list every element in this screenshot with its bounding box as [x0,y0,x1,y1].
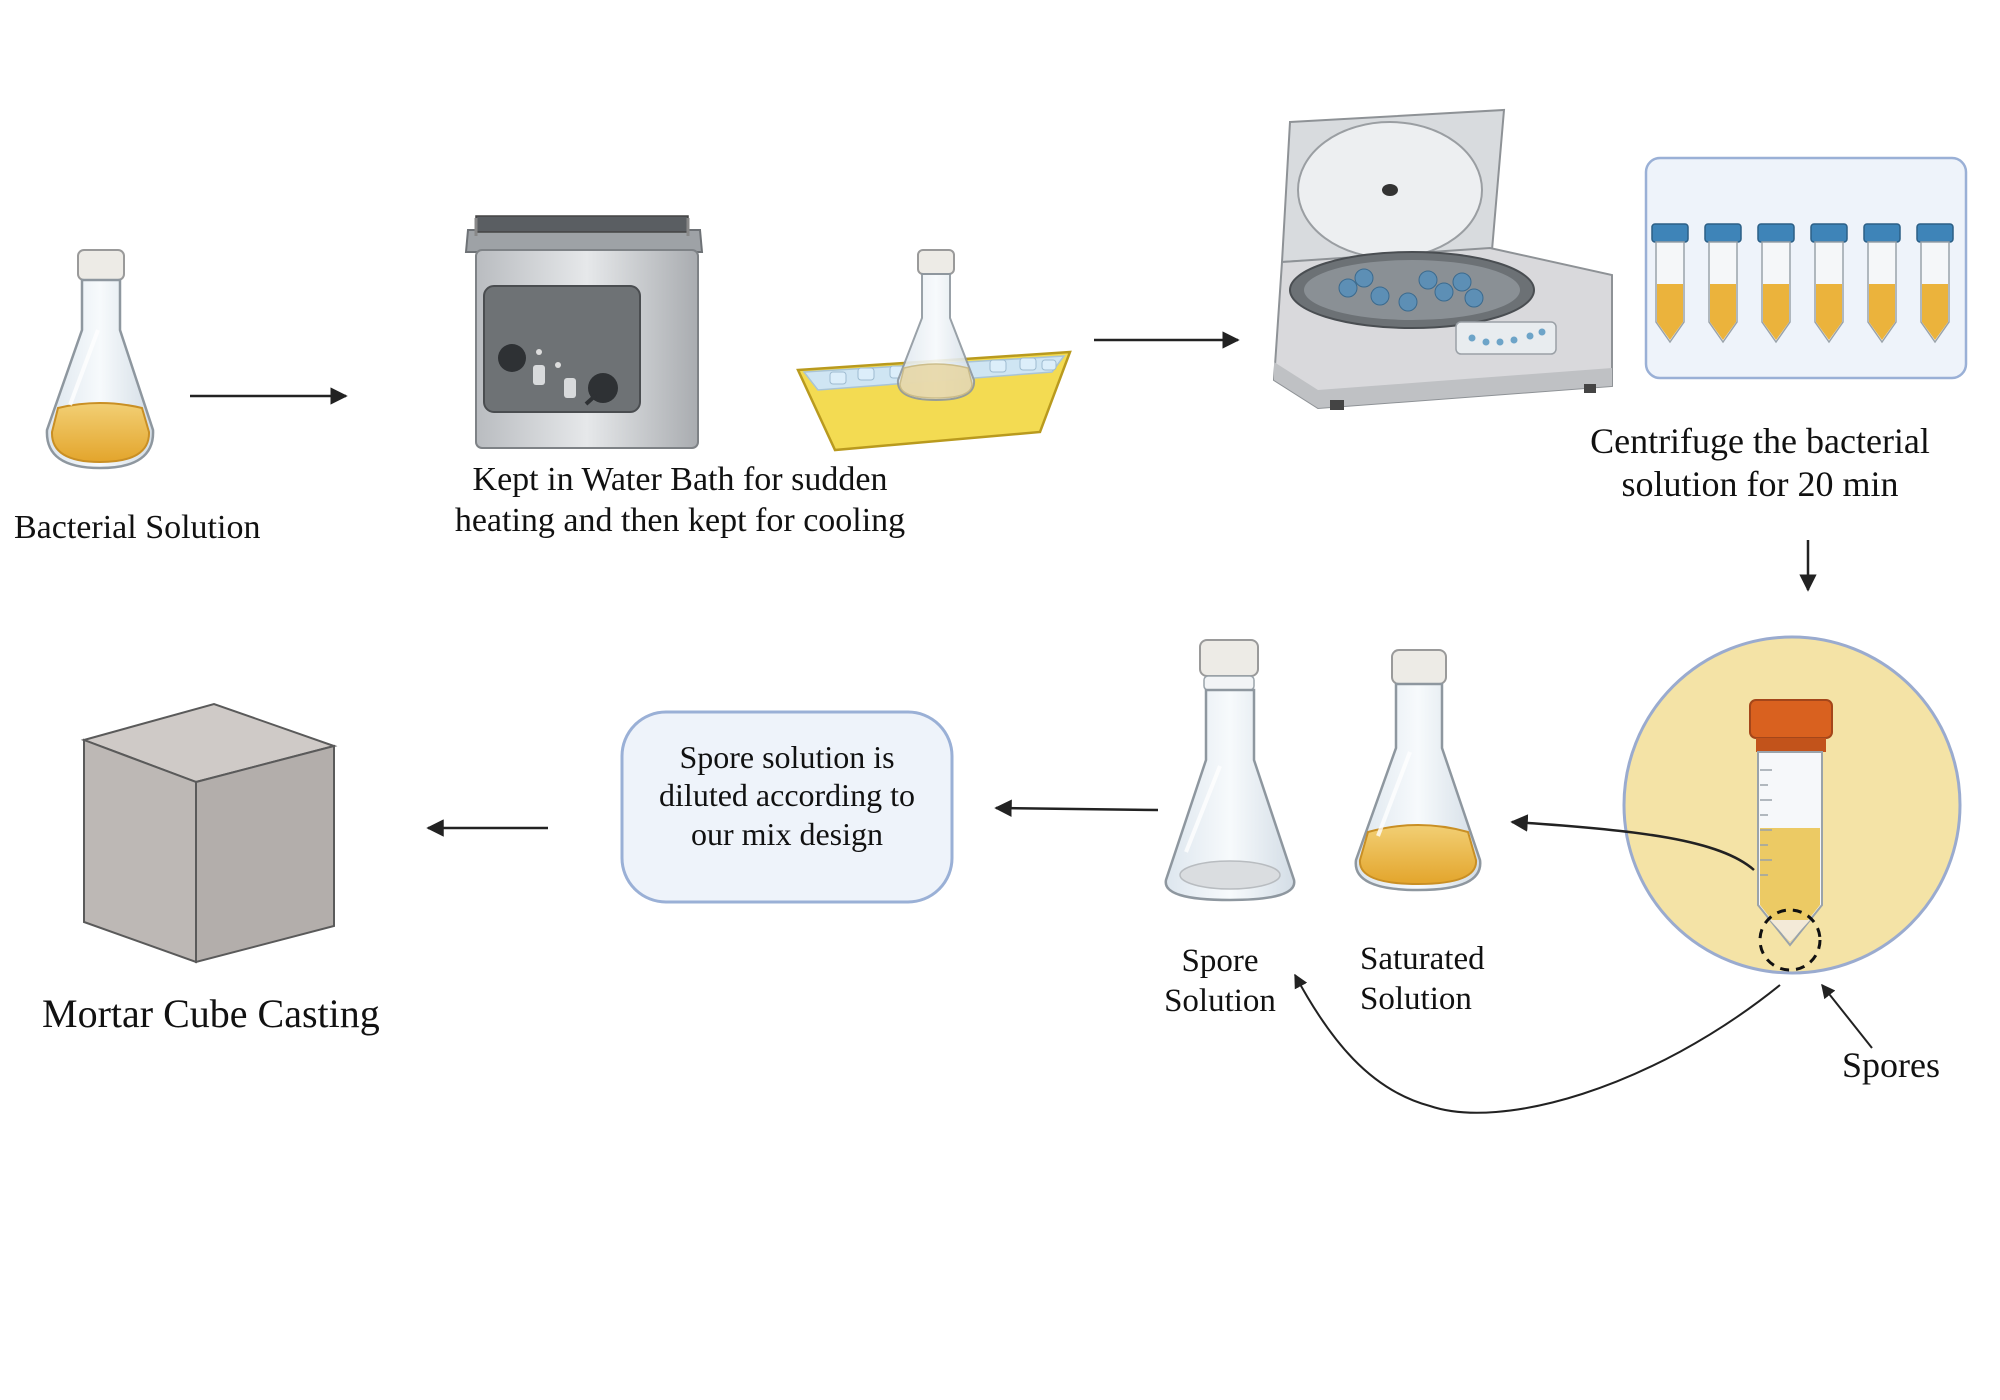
centrifuge-line-1: Centrifuge the bacterial [1590,421,1930,461]
flask-icon [1354,649,1482,892]
arrow-to-spore-solution [1294,973,1781,1114]
spore-solution-line-1: Spore [1181,943,1259,979]
arrow-spores [1821,983,1873,1049]
falcon-tube-icon [1622,635,1962,975]
centrifuge-line-2: solution for 20 min [1621,464,1899,505]
saturated-line-1: Saturated [1360,941,1485,977]
spores-label: Spores [1842,1045,1940,1085]
ice-tray-icon [796,249,1072,452]
dilution-line-3: our mix design [691,815,883,852]
water-bath-line-2: heating and then kept for cooling [454,501,906,539]
dilution-text: Spore solution is diluted according to o… [632,738,942,853]
dilution-line-1: Spore solution is [679,739,895,775]
flask-icon [1164,639,1296,902]
bacterial-solution-label: Bacterial Solution [14,509,261,546]
arrow-to-dilution [994,799,1159,817]
water-bath-line-1: Kept in Water Bath for sudden [472,461,888,498]
dilution-box [620,710,954,904]
centrifuge-icon [1272,108,1613,410]
spore-solution-label: Spore Solution [1140,942,1300,1021]
centrifuge-label: Centrifuge the bacterial solution for 20… [1530,420,1990,506]
spore-solution-line-2: Solution [1164,982,1276,1019]
saturated-solution-label: Saturated Solution [1360,940,1485,1019]
mortar-label: Mortar Cube Casting [42,991,380,1036]
spores-highlight [1758,908,1822,972]
dilution-line-2: diluted according to [659,777,915,814]
cube-icon [80,702,338,964]
tube-rack-icon [1644,156,1968,380]
water-bath-icon [464,215,704,449]
arrow-to-saturated [1510,814,1755,871]
flask-icon [45,249,155,470]
saturated-line-2: Solution [1360,980,1472,1017]
water-bath-label: Kept in Water Bath for sudden heating an… [420,460,940,542]
